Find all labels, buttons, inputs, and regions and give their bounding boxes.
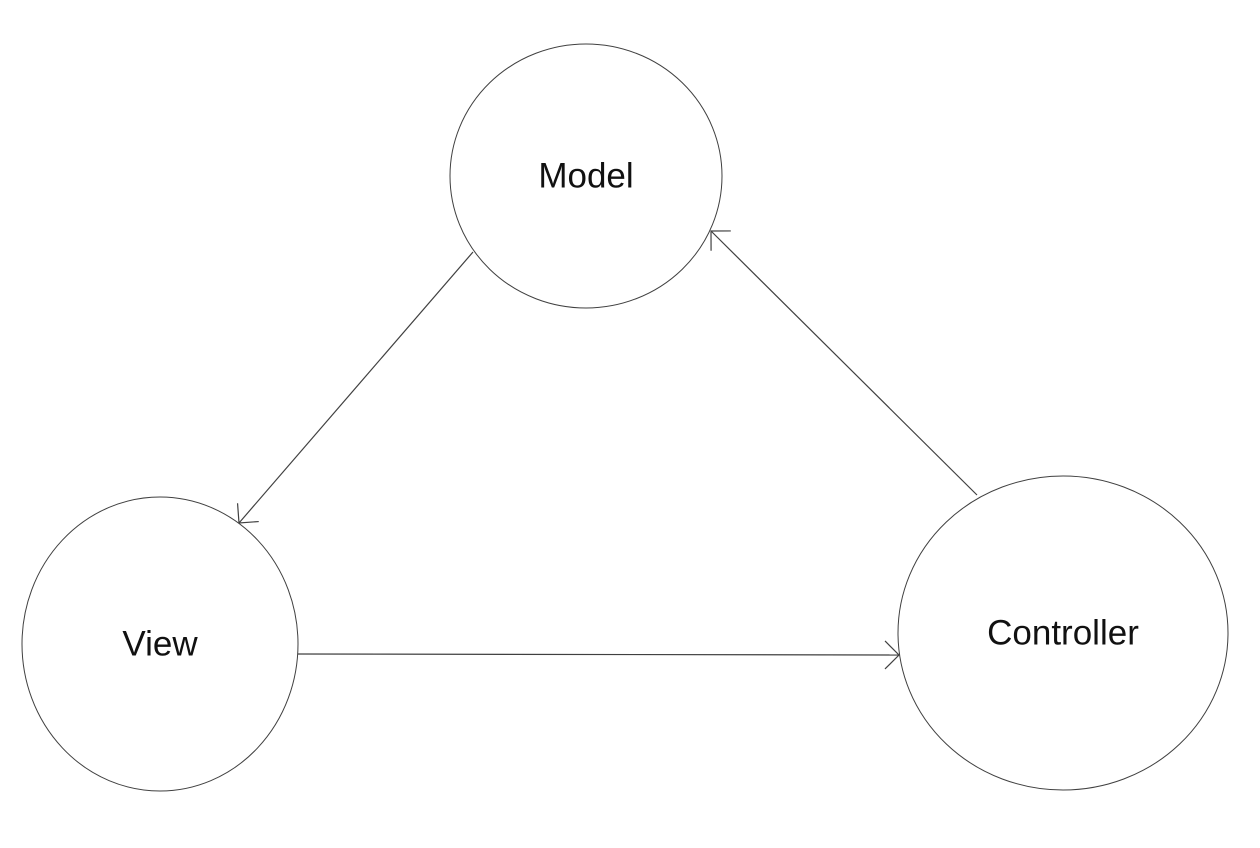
node-controller-circle: [897, 475, 1229, 791]
node-controller-label: Controller: [987, 614, 1139, 653]
node-view-circle: [21, 496, 299, 792]
edge-model-to-view: [236, 251, 474, 524]
node-model-label: Model: [538, 157, 633, 196]
node-model: Model: [449, 43, 723, 309]
edges-layer: [236, 230, 978, 670]
node-controller: Controller: [897, 475, 1229, 791]
node-view-label: View: [122, 625, 198, 664]
edge-view-to-controller: [296, 640, 900, 670]
node-view: View: [21, 496, 299, 792]
edge-controller-to-model: [710, 230, 978, 496]
node-model-circle: [449, 43, 723, 309]
